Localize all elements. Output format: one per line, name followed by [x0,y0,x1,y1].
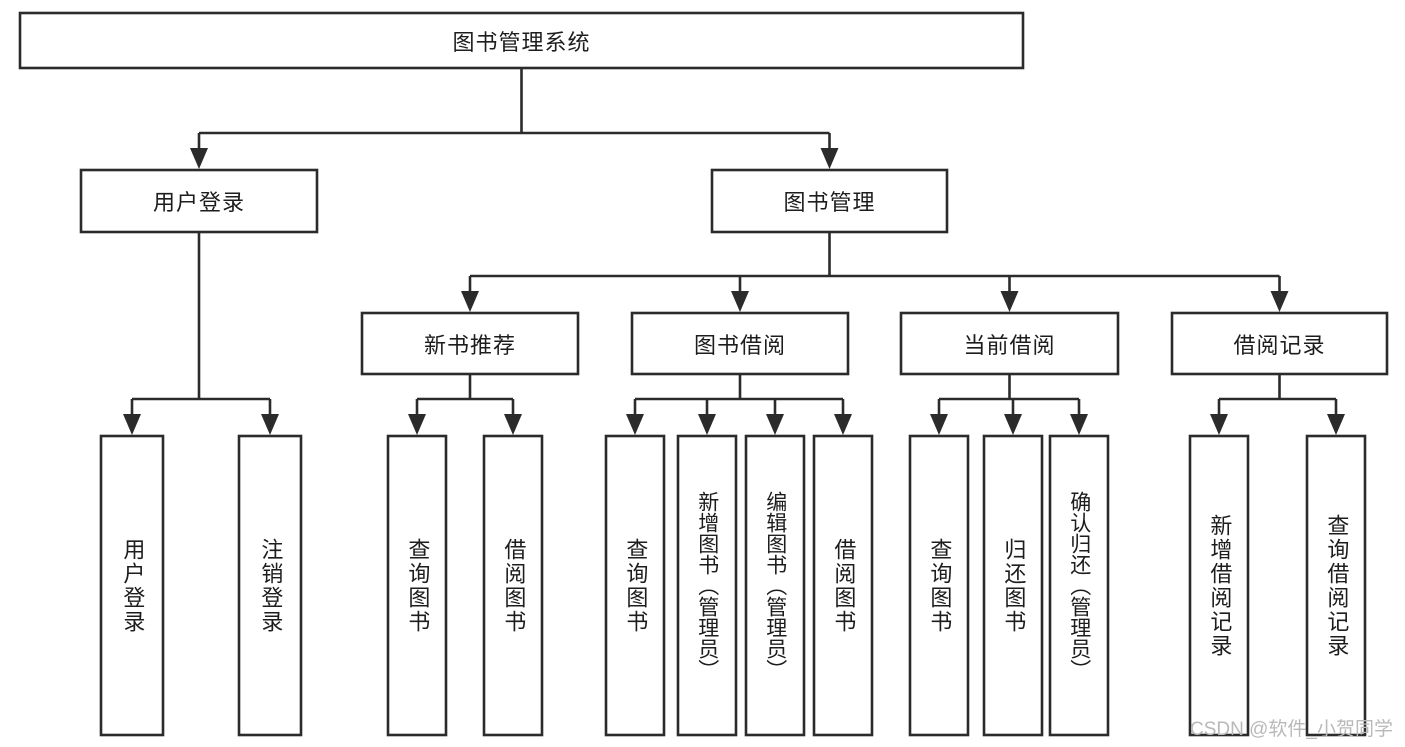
node-box-leaf-query-book-2[interactable] [604,434,666,737]
connector-group-current-borrow [930,374,1088,435]
node-box-user-login[interactable] [79,168,319,234]
node-box-book-borrow[interactable] [630,311,850,376]
node-box-leaf-query-record[interactable] [1305,434,1367,737]
node-box-leaf-user-login[interactable] [99,434,165,737]
connector-layer [123,68,1345,435]
node-box-leaf-logout[interactable] [237,434,303,737]
node-box-leaf-query-book-1[interactable] [386,434,448,737]
connector-group-new-book-rec [408,374,522,435]
node-box-leaf-add-book[interactable] [676,434,738,737]
node-box-leaf-borrow-book-1[interactable] [482,434,544,737]
node-box-borrow-record[interactable] [1170,311,1389,376]
node-box-leaf-edit-book[interactable] [744,434,806,737]
node-box-leaf-return-book[interactable] [982,434,1044,737]
node-layer [18,11,1389,737]
node-box-leaf-confirm-return[interactable] [1048,434,1110,737]
node-box-root[interactable] [18,11,1025,70]
connector-group-borrow-record [1210,374,1345,435]
node-box-leaf-borrow-book-2[interactable] [812,434,874,737]
node-box-leaf-add-record[interactable] [1188,434,1250,737]
connector-group-book-borrow [626,374,852,435]
node-box-book-manage[interactable] [710,168,949,234]
node-box-current-borrow[interactable] [899,311,1120,376]
watermark-text: CSDN @软件_小贺同学 [1190,719,1393,740]
connector-group-book-manage [461,232,1289,312]
node-box-leaf-query-book-3[interactable] [908,434,970,737]
node-box-new-book-rec[interactable] [360,311,580,376]
connector-group-root [190,68,839,169]
connector-group-user-login [123,232,279,435]
